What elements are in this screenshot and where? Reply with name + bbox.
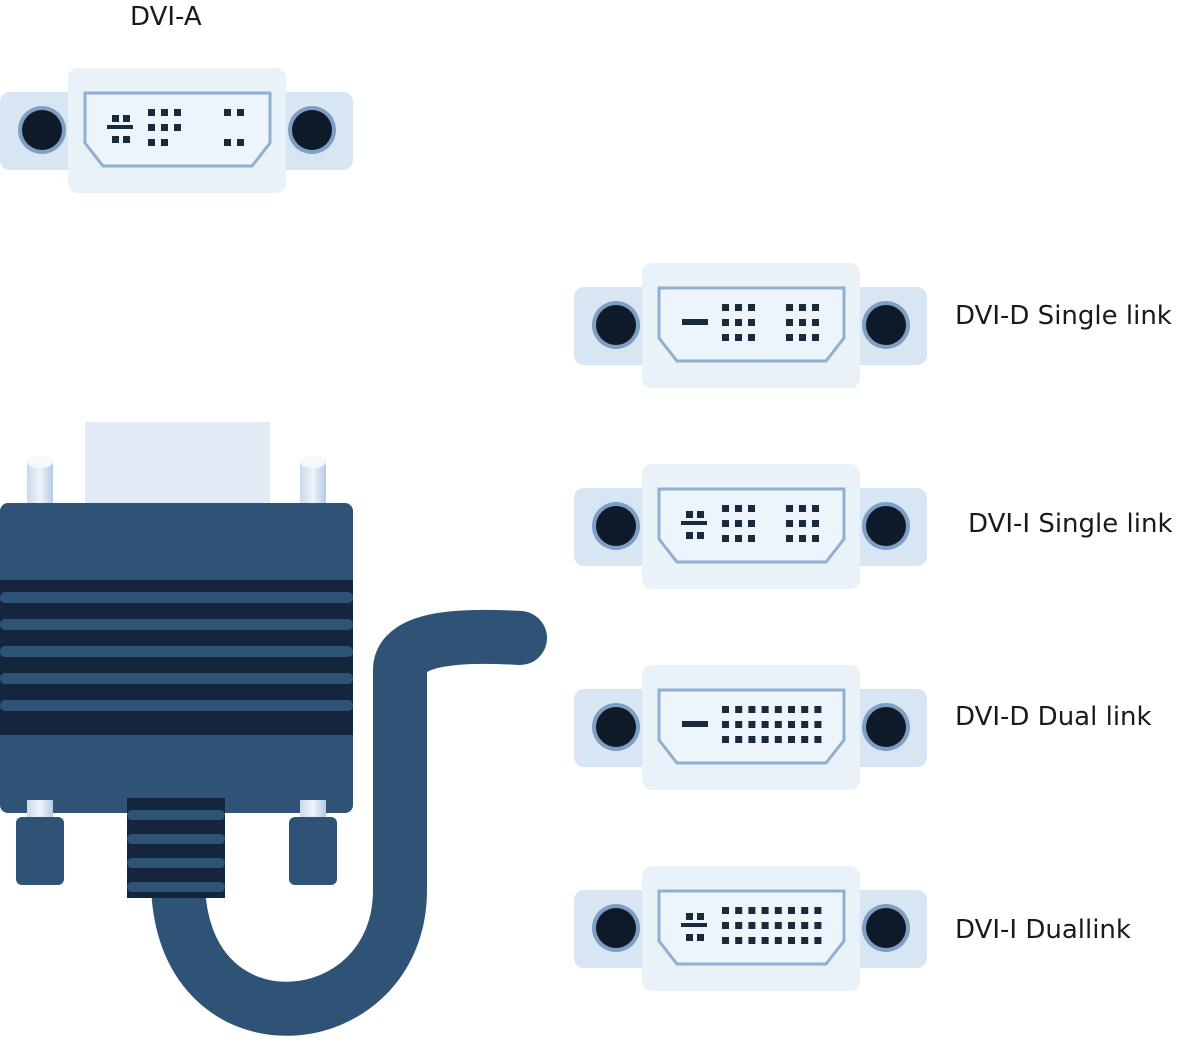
dvi-a-port [0, 68, 360, 193]
label-dvi-a: DVI-A [130, 2, 202, 32]
label-dvi-i-dual: DVI-I Duallink [955, 915, 1131, 945]
dvi-i-dual-port [574, 866, 934, 991]
pin-array [107, 109, 244, 146]
pin-array [681, 907, 822, 944]
pin-array [682, 706, 822, 743]
dvi-d-dual-port [574, 665, 934, 790]
dvi-d-single-port [574, 263, 934, 388]
screw-hole-icon [592, 301, 640, 349]
screw-hole-icon [862, 703, 910, 751]
screw-hole-icon [592, 703, 640, 751]
screw-hole-icon [862, 502, 910, 550]
cable [151, 609, 547, 1036]
pin-array [681, 505, 819, 542]
dvi-i-single-port [574, 464, 934, 589]
screw-hole-icon [862, 904, 910, 952]
screw-hole-icon [592, 904, 640, 952]
dvi-cable-plug-illustration [0, 422, 547, 1036]
screw-hole-icon [18, 106, 66, 154]
pin-array [682, 304, 819, 341]
screw-hole-icon [592, 502, 640, 550]
screw-hole-icon [288, 106, 336, 154]
label-dvi-i-single: DVI-I Single link [968, 509, 1173, 539]
label-dvi-d-dual: DVI-D Dual link [955, 702, 1152, 732]
screw-hole-icon [862, 301, 910, 349]
label-dvi-d-single: DVI-D Single link [955, 301, 1172, 331]
